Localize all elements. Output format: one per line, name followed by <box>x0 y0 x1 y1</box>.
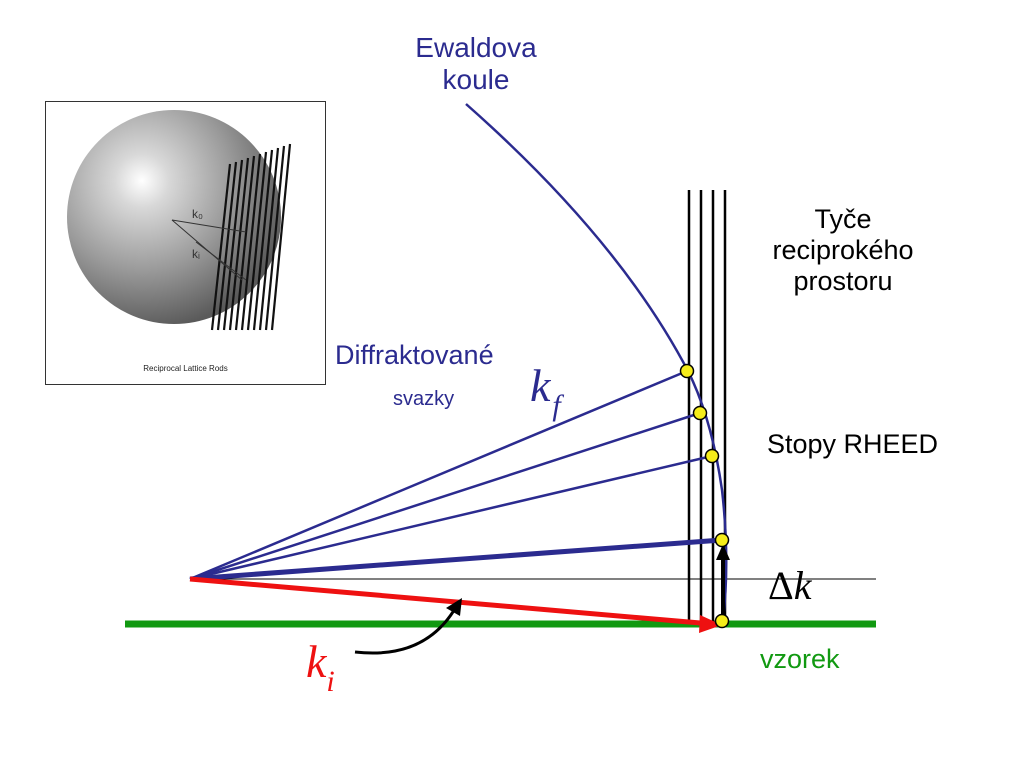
ki-pointer-arrow <box>354 606 458 655</box>
ki-subscript: i <box>326 665 335 698</box>
ki-pointer-arrowhead <box>446 598 462 616</box>
inset-lattice-rods <box>210 143 292 331</box>
kf-base: k <box>530 360 551 411</box>
kf-subscript: f <box>552 389 561 422</box>
delta-k-symbol: Δk <box>768 563 812 609</box>
rheed-spot <box>679 363 695 379</box>
rheed-spot <box>714 532 730 548</box>
diffracted-label-line1: Diffraktované <box>335 340 494 370</box>
inset-sphere-illustration <box>67 110 292 331</box>
incident-beam-arrowhead <box>699 615 722 633</box>
inset-ewald-sphere <box>67 110 281 324</box>
ewald-sphere-label: Ewaldova koule <box>396 32 556 96</box>
rheed-spots-label: Stopy RHEED <box>767 429 939 459</box>
rods-label-line2: reciprokého <box>772 235 914 266</box>
rheed-spot <box>692 405 708 421</box>
rods-label-line3: prostoru <box>793 266 893 297</box>
diffracted-beam <box>189 411 701 581</box>
delta-k-base: k <box>793 563 812 608</box>
rheed-spot <box>704 448 720 464</box>
ki-base: k <box>306 636 327 687</box>
inset-caption: Reciprocal Lattice Rods <box>143 364 228 373</box>
diffracted-beam <box>189 454 713 581</box>
ki-symbol: ki <box>306 636 335 698</box>
inset-ko-label: k₀ <box>192 207 203 221</box>
inset-wave-vectors <box>171 219 247 281</box>
rheed-spot <box>714 613 730 629</box>
ewald-label-line2: koule <box>442 64 510 96</box>
diffracted-beam <box>189 369 688 581</box>
rheed-spots <box>679 363 730 629</box>
inset-ki-label: kᵢ <box>192 247 200 261</box>
rods-label: Tyče reciprokého prostoru <box>748 204 938 297</box>
incident-beam <box>189 576 713 627</box>
kf-symbol: kf <box>530 360 561 422</box>
diffracted-beams <box>189 369 723 582</box>
rods-label-line1: Tyče <box>814 204 872 234</box>
ewald-label-line1: Ewaldova <box>415 32 537 63</box>
delta-k-delta: Δ <box>768 563 794 608</box>
delta-k-arrowhead <box>716 544 730 560</box>
inset-image: k₀ kᵢ Reciprocal Lattice Rods <box>45 101 326 385</box>
sample-label: vzorek <box>760 644 840 674</box>
diffracted-beam-bold <box>189 537 723 582</box>
diffracted-label-line2: svazky <box>393 388 455 410</box>
